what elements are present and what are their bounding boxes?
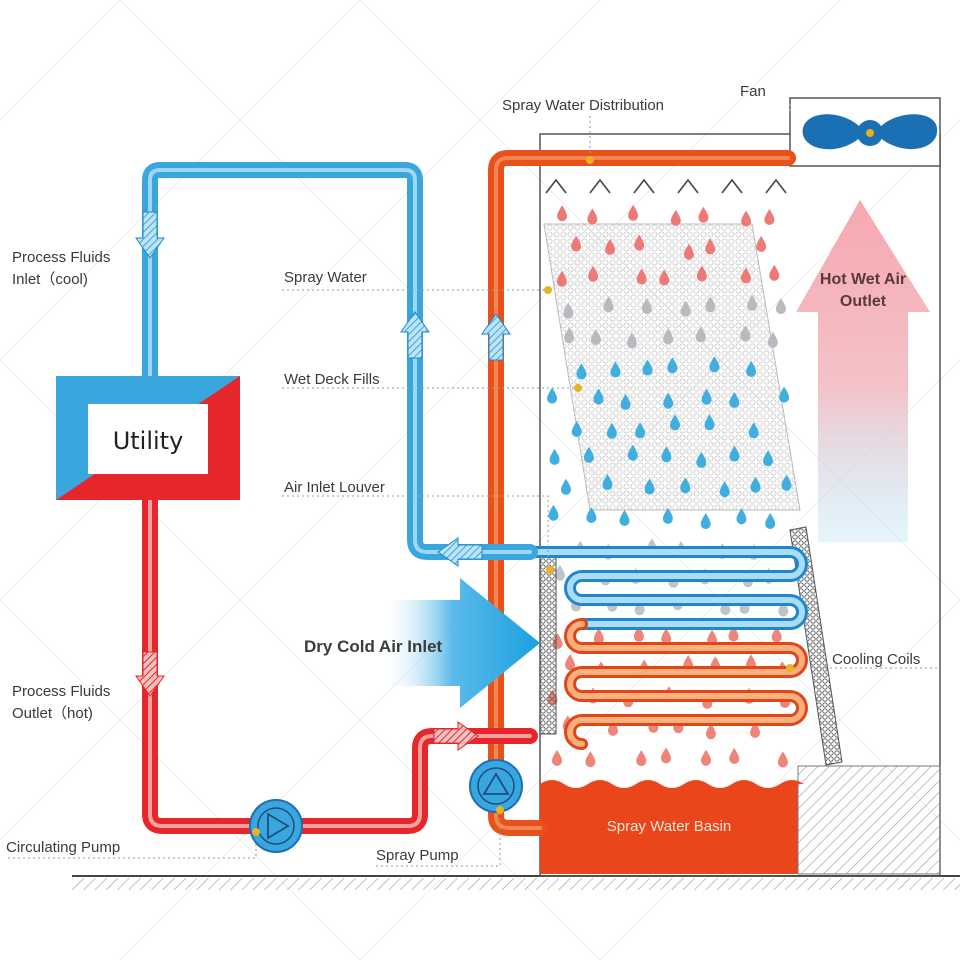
tower-casing: [539, 133, 941, 877]
droplet: [729, 747, 740, 764]
droplet: [764, 209, 775, 225]
air-inlet-louver-label: Air Inlet Louver: [284, 479, 385, 496]
droplet: [557, 205, 568, 222]
utility-label: Utility: [113, 427, 184, 455]
droplet: [585, 751, 596, 768]
hot-wet-air-label-1: Hot Wet Air: [820, 271, 906, 288]
droplet: [769, 264, 780, 281]
droplet: [741, 210, 752, 227]
hot-wet-air-arrow: [796, 200, 930, 542]
droplet: [779, 386, 790, 403]
pump-play-icon: [267, 812, 290, 840]
dry-cold-air-inlet-label: Dry Cold Air Inlet: [304, 637, 443, 656]
flow-arrow-return-up: [400, 311, 430, 359]
droplet: [565, 654, 575, 671]
droplet: [700, 513, 711, 530]
spray-nozzles: [545, 178, 787, 194]
process-fluids-inlet-label-1: Process Fluids: [12, 249, 110, 266]
droplet: [670, 209, 681, 226]
circulating-pump: [249, 799, 303, 853]
process-fluids-outlet-label-2: Outlet（hot): [12, 705, 93, 722]
drift-louver: [789, 526, 843, 766]
air-inlet-louver: [539, 555, 557, 735]
spray-water-basin-label: Spray Water Basin: [607, 818, 732, 835]
dry-cold-air-arrow: [380, 578, 540, 708]
droplet: [661, 747, 671, 764]
process-fluids-outlet-label-1: Process Fluids: [12, 683, 110, 700]
process-fluids-inlet-label-2: Inlet（cool): [12, 271, 88, 288]
flow-arrow-spray-up: [481, 313, 511, 361]
process-outlet-pipe: [142, 492, 538, 834]
droplet: [593, 628, 604, 644]
flow-arrow-hot-right: [433, 721, 479, 751]
spray-water-basin: Spray Water Basin: [540, 780, 804, 874]
spray-pump-label: Spray Pump: [376, 847, 459, 864]
process-inlet-pipe: [142, 162, 538, 560]
droplet: [756, 235, 767, 252]
droplet: [587, 208, 598, 225]
flow-arrow-inlet-down: [135, 211, 165, 259]
ground: [72, 875, 960, 890]
pump-triangle-icon: [482, 772, 510, 795]
droplet: [619, 510, 630, 526]
hot-wet-air-label-2: Outlet: [840, 293, 887, 310]
flow-arrow-coil-left: [437, 537, 483, 567]
spray-water-pipe: [488, 150, 796, 836]
droplet: [561, 478, 571, 495]
leader-lines: [8, 104, 940, 867]
wet-deck-fills-label: Wet Deck Fills: [284, 371, 380, 388]
droplet: [777, 751, 788, 768]
fan-label: Fan: [740, 83, 766, 100]
flow-arrow-outlet-down: [135, 651, 165, 697]
basin-support-block: [797, 765, 941, 875]
droplet: [736, 508, 747, 525]
spray-water-label: Spray Water: [284, 269, 367, 286]
cooling-coils-label: Cooling Coils: [832, 651, 920, 668]
cooling-coils: [514, 546, 808, 750]
droplet: [628, 204, 639, 221]
droplet: [765, 513, 776, 529]
droplet: [775, 298, 786, 315]
droplet: [701, 749, 711, 766]
droplet: [698, 206, 709, 223]
leader-dots: [252, 156, 794, 836]
droplet: [636, 750, 647, 767]
droplet: [548, 504, 559, 521]
droplet: [552, 749, 562, 766]
spray-pump: [469, 759, 523, 813]
droplet: [661, 628, 672, 645]
droplet: [547, 387, 558, 404]
spray-water-distribution-label: Spray Water Distribution: [502, 97, 664, 114]
utility-unit: Utility: [56, 376, 240, 500]
fan: [789, 97, 941, 167]
droplet: [549, 448, 560, 465]
circulating-pump-label: Circulating Pump: [6, 839, 120, 856]
